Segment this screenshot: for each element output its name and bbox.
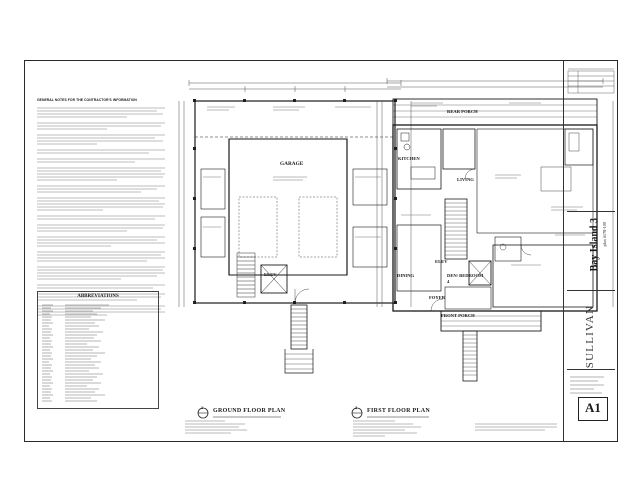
first-plan-marker-number: 2 bbox=[355, 406, 358, 410]
general-notes: GENERAL NOTES FOR THE CONTRACTOR'S INFOR… bbox=[37, 98, 169, 326]
sheet-number: A1 bbox=[585, 400, 601, 415]
abbreviations-table: ABBREVIATIONS bbox=[37, 291, 159, 409]
plan-notes-lines bbox=[185, 420, 557, 437]
revision-table bbox=[567, 68, 615, 94]
room-label-living: LIVING bbox=[457, 177, 474, 182]
room-label-first-elev: ELEV bbox=[435, 259, 448, 264]
sheet-number-box: A1 bbox=[578, 397, 608, 421]
abbreviations-title: ABBREVIATIONS bbox=[77, 294, 119, 299]
general-notes-text-lines bbox=[37, 107, 165, 316]
room-label-den-bedroom: DEN/ BEDROOM 4 bbox=[447, 273, 484, 284]
room-label-kitchen: KITCHEN bbox=[398, 156, 420, 161]
first-plan-title-underline bbox=[367, 416, 429, 418]
drawing-sheet: GENERAL NOTES FOR THE CONTRACTOR'S INFOR… bbox=[24, 60, 618, 442]
abbreviations-rows bbox=[42, 304, 109, 402]
room-label-garage: GARAGE bbox=[280, 161, 304, 167]
plan-number: plan #178-100 bbox=[602, 222, 607, 247]
room-label-ground-elev: ELEV bbox=[264, 272, 277, 277]
room-label-front-porch: FRONT PORCH bbox=[441, 313, 475, 318]
first-plan-marker bbox=[351, 407, 363, 419]
firm-panel: SULLIVAN bbox=[567, 297, 615, 370]
title-block-details bbox=[570, 376, 604, 394]
title-block: Bay Island 3 plan #178-100 SULLIVAN A1 bbox=[563, 61, 618, 441]
general-notes-title: GENERAL NOTES FOR THE CONTRACTOR'S INFOR… bbox=[37, 98, 137, 102]
ground-plan-title-underline bbox=[213, 416, 281, 418]
firm-name: SULLIVAN bbox=[584, 305, 596, 369]
project-name: Bay Island 3 bbox=[589, 218, 600, 272]
first-floor-plan-title: FIRST FLOOR PLAN bbox=[367, 408, 431, 414]
project-name-panel: Bay Island 3 plan #178-100 bbox=[567, 211, 615, 291]
ground-floor-plan-title: GROUND FLOOR PLAN bbox=[213, 408, 286, 414]
ground-plan-marker-number: 1 bbox=[201, 406, 204, 410]
ground-floor-plan bbox=[178, 80, 412, 374]
room-label-dining: DINING bbox=[397, 273, 415, 278]
room-label-rear-porch: REAR PORCH bbox=[447, 109, 478, 114]
room-label-foyer: FOYER bbox=[429, 295, 446, 300]
ground-plan-marker bbox=[197, 407, 209, 419]
first-floor-plan bbox=[376, 78, 614, 382]
